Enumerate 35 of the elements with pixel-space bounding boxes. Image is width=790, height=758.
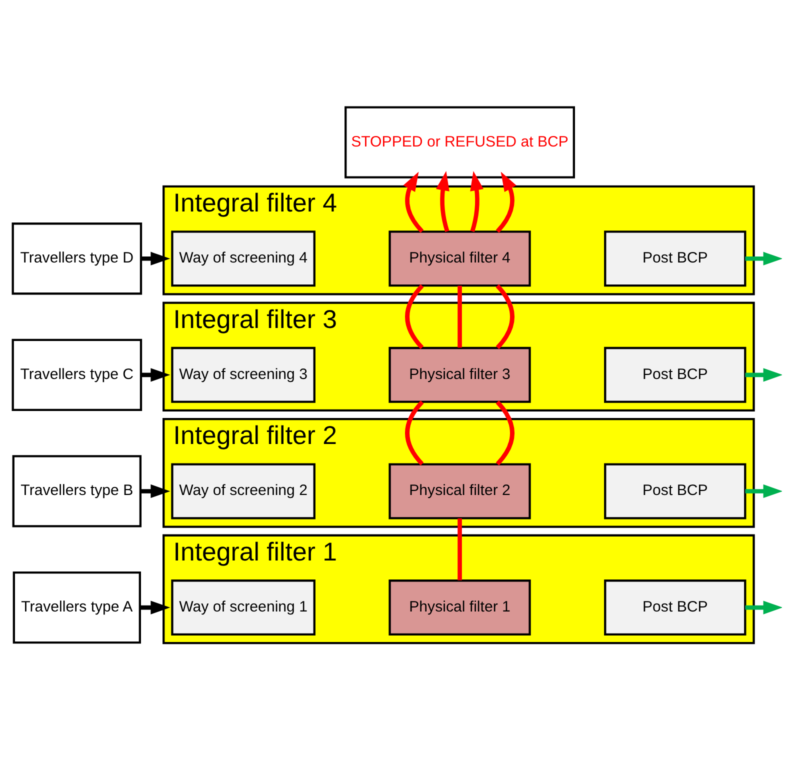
- arrow: [745, 600, 782, 614]
- connector: [458, 518, 462, 580]
- node-box: Physical filter 4: [388, 230, 531, 286]
- node-box: Physical filter 3: [388, 346, 531, 402]
- arrow: [496, 171, 516, 232]
- arrow: [140, 484, 170, 498]
- node-box: Travellers type B: [12, 454, 142, 527]
- arrow: [140, 600, 170, 614]
- node-box: Post BCP: [604, 579, 746, 636]
- connector: [458, 285, 462, 348]
- arrow: [141, 368, 170, 382]
- node-box: STOPPED or REFUSED at BCP: [344, 106, 575, 178]
- arrow: [470, 170, 484, 232]
- arrow: [436, 170, 450, 232]
- node-box: Way of screening 2: [171, 462, 316, 519]
- node-box: Post BCP: [604, 346, 746, 402]
- connector: [496, 284, 514, 349]
- node-box: Travellers type A: [12, 570, 141, 644]
- node-box: Way of screening 4: [171, 230, 316, 286]
- node-box: Travellers type C: [12, 338, 142, 410]
- arrow: [745, 484, 782, 498]
- node-box: Travellers type D: [12, 222, 142, 294]
- arrow: [403, 171, 424, 232]
- node-box: Way of screening 3: [171, 346, 316, 402]
- connector: [405, 284, 424, 349]
- node-box: Physical filter 1: [388, 579, 531, 636]
- node-box: Post BCP: [604, 462, 746, 519]
- arrow: [745, 368, 782, 382]
- node-box: Post BCP: [604, 230, 746, 286]
- node-box: Physical filter 2: [388, 462, 531, 519]
- arrow: [141, 251, 170, 265]
- connector: [496, 400, 514, 465]
- arrow: [745, 251, 782, 265]
- node-box: Way of screening 1: [171, 579, 316, 636]
- connector: [405, 400, 424, 465]
